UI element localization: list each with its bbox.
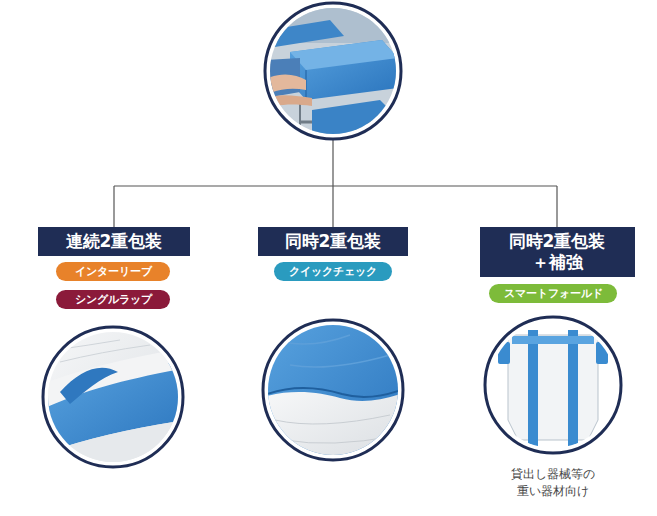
photo-circle	[265, 3, 401, 139]
pill-text: スマートフォールド	[504, 287, 603, 300]
header-text: 同時2重包装 ＋補強	[509, 231, 606, 274]
header-text: 連続2重包装	[66, 231, 163, 252]
fabric-photo	[40, 325, 186, 471]
tree-branch	[332, 186, 333, 227]
tree-branch	[556, 186, 557, 227]
product-pill: インターリーブ	[56, 262, 170, 281]
tree-stem	[332, 136, 333, 186]
category-header: 同時2重包装	[258, 227, 408, 256]
note-text: 貸出し器械等の 重い器材向け	[511, 466, 595, 501]
tree-lines	[114, 136, 557, 227]
package-photo	[265, 3, 401, 139]
tree-branch	[113, 186, 114, 227]
header-text: 同時2重包装	[285, 231, 382, 252]
product-pill: シングルラップ	[56, 290, 170, 309]
pill-text: シングルラップ	[75, 293, 152, 306]
bag-circle	[485, 317, 621, 455]
category-header: 連続2重包装	[38, 227, 190, 256]
circle-ring	[485, 317, 621, 453]
tree-bar	[114, 185, 557, 186]
fabric-circle	[260, 318, 406, 464]
circle-ring	[265, 3, 401, 139]
product-pill: スマートフォールド	[489, 284, 617, 303]
fabric-photo	[260, 318, 406, 464]
bag-illustration	[485, 317, 621, 455]
note-label: 貸出し器械等の 重い器材向け	[488, 466, 618, 501]
pill-text: クイックチェック	[289, 265, 377, 278]
product-pill: クイックチェック	[274, 262, 392, 281]
pill-text: インターリーブ	[75, 265, 152, 278]
category-header: 同時2重包装 ＋補強	[480, 227, 635, 277]
fabric-circle	[40, 325, 186, 471]
